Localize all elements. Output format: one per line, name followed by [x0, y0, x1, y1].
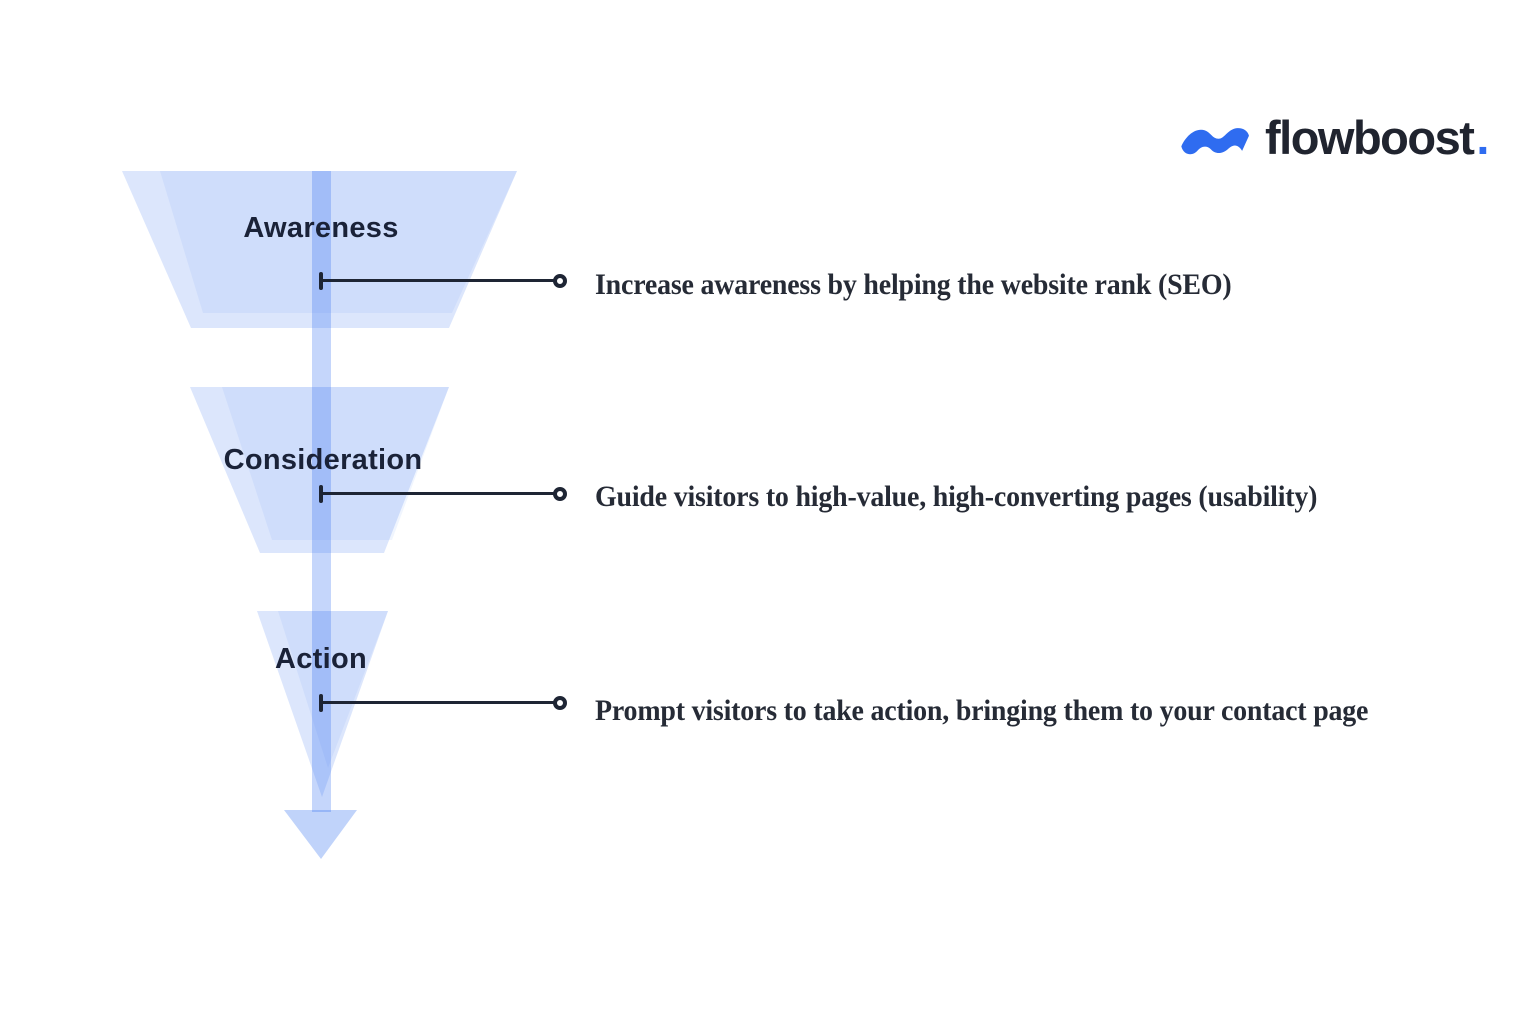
note-awareness: Increase awareness by helping the websit… — [595, 268, 1232, 301]
connector-line — [321, 701, 555, 704]
connector-consideration — [319, 485, 567, 503]
stage-label-action: Action — [274, 643, 368, 675]
logo-text: flowboost. — [1265, 111, 1489, 164]
stage-label-consideration: Consideration — [223, 444, 423, 476]
note-action: Prompt visitors to take action, bringing… — [595, 694, 1369, 727]
note-consideration: Guide visitors to high-value, high-conve… — [595, 480, 1318, 513]
connector-awareness — [319, 272, 567, 290]
logo-brand: flowboost — [1265, 111, 1475, 164]
logo: flowboost. — [1176, 111, 1489, 164]
wave-squiggle-icon — [1181, 128, 1249, 155]
connector-end-circle-icon — [553, 696, 567, 710]
connector-action — [319, 694, 567, 712]
connector-line — [321, 492, 555, 495]
connector-end-circle-icon — [553, 274, 567, 288]
connector-end-circle-icon — [553, 487, 567, 501]
logo-dot: . — [1476, 111, 1489, 164]
stage-label-awareness: Awareness — [243, 212, 399, 244]
connector-line — [321, 279, 555, 282]
